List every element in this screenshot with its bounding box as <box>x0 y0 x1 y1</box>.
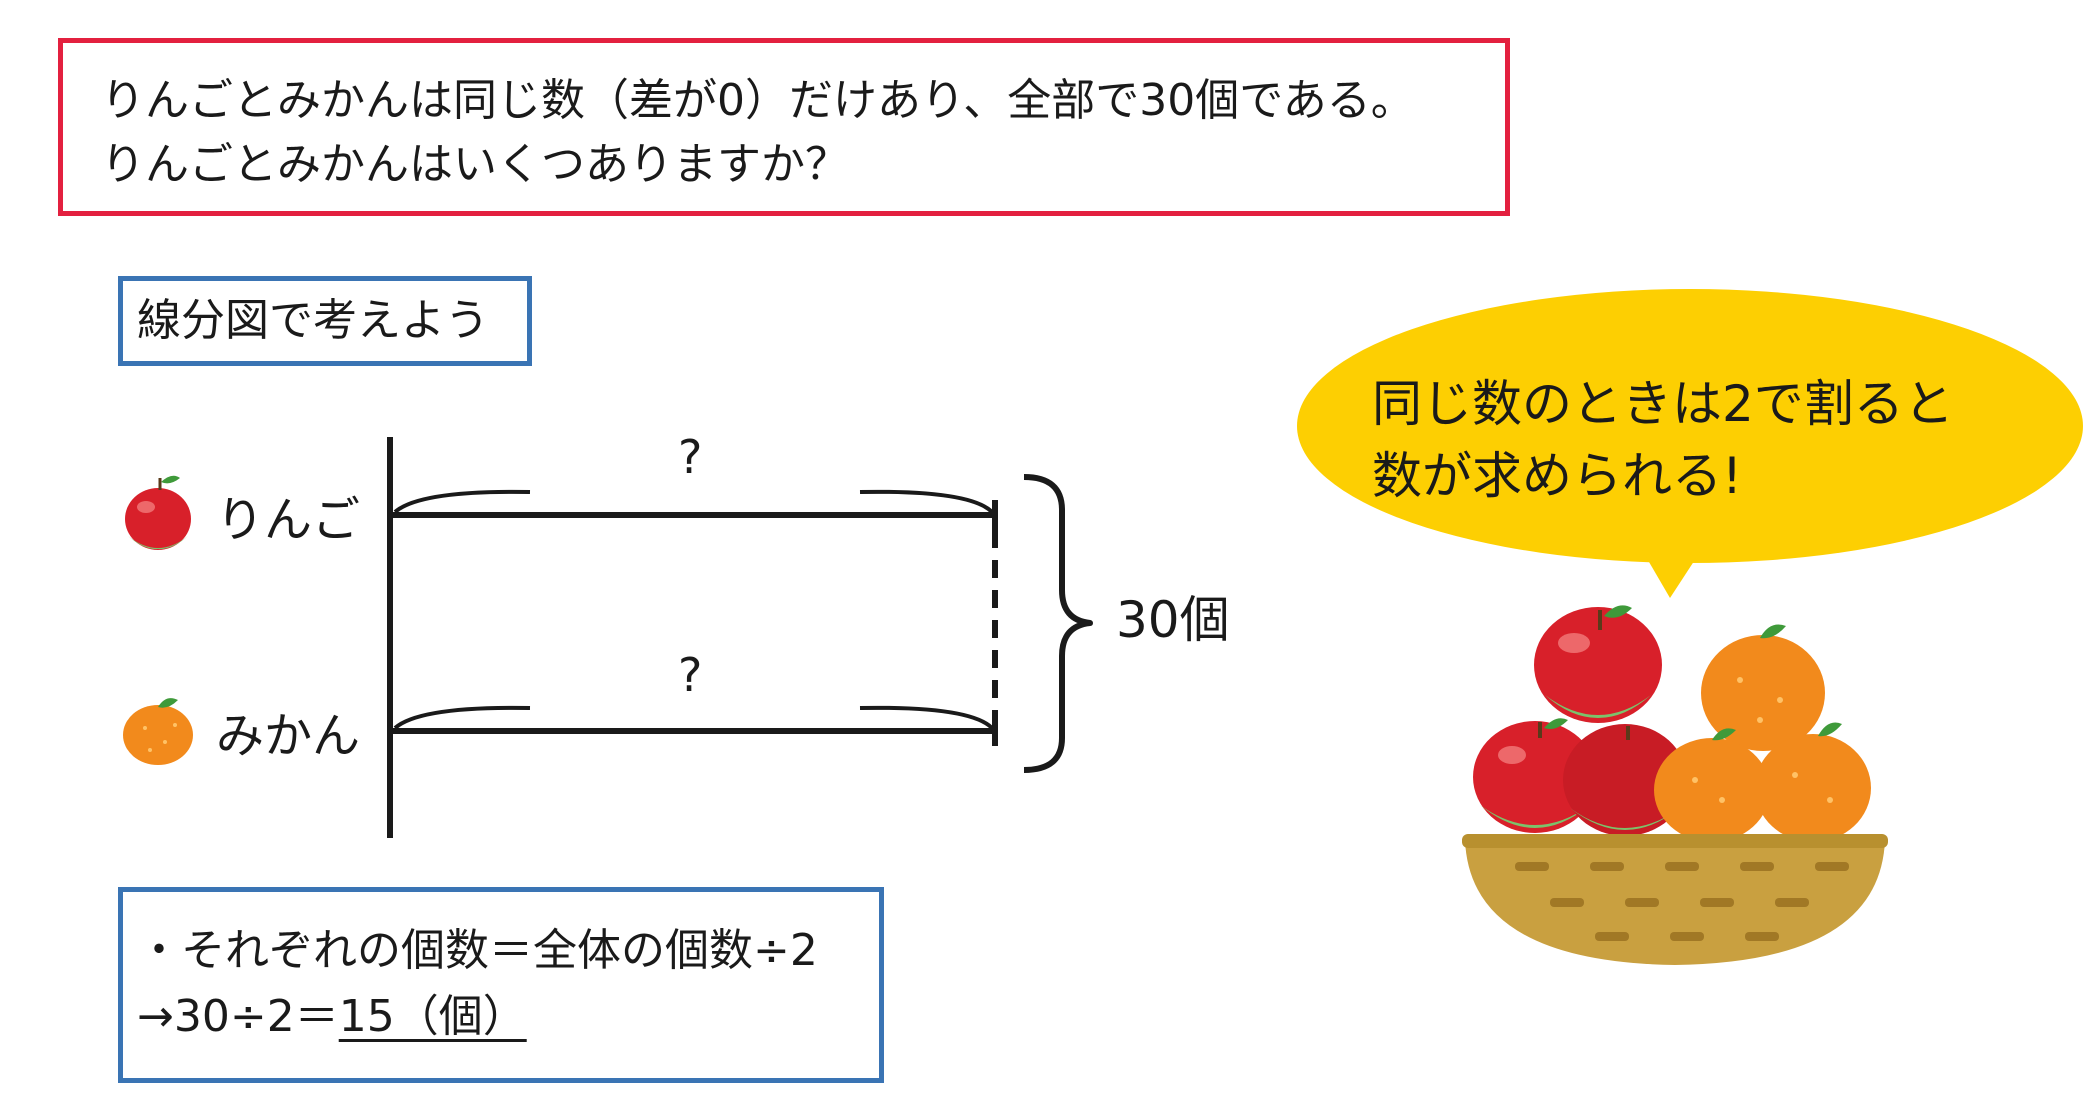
problem-line-1: りんごとみかんは同じ数（差が0）だけあり、全部で30個である。 <box>101 75 1415 126</box>
basket-apple-left <box>1473 718 1597 833</box>
apple-icon <box>125 475 191 550</box>
speech-bubble-line-2: 数が求められる! <box>1372 447 1743 505</box>
basket-orange-right <box>1755 722 1871 842</box>
basket-apple-top <box>1534 605 1662 723</box>
mandarin-orange-icon <box>123 698 193 765</box>
diagram-heading: 線分図で考えよう <box>118 276 532 366</box>
formula-box: ・それぞれの個数＝全体の個数÷2 →30÷2＝15（個） <box>118 887 884 1083</box>
basket-orange-left <box>1654 728 1770 842</box>
basket-apple-middle <box>1563 724 1687 836</box>
total-label: 30個 <box>1116 591 1230 649</box>
basket-orange-top <box>1701 624 1825 751</box>
apple-brace-left <box>393 489 531 514</box>
speech-bubble-line-1: 同じ数のときは2で割ると <box>1372 375 1954 433</box>
speech-bubble <box>1297 289 2083 598</box>
problem-line-2: りんごとみかんはいくつありますか？ <box>101 139 849 190</box>
formula-answer: 15（個） <box>338 991 527 1042</box>
basket <box>1462 834 1888 965</box>
formula-line-2: →30÷2＝15（個） <box>137 984 879 1050</box>
problem-box: りんごとみかんは同じ数（差が0）だけあり、全部で30個である。 りんごとみかんは… <box>58 38 1510 216</box>
orange-brace-left <box>393 705 531 730</box>
orange-row-label: みかん <box>216 708 361 764</box>
orange-brace-right <box>859 705 994 730</box>
apple-brace-right <box>859 489 994 514</box>
speech-bubble-text: 同じ数のときは2で割ると 数が求められる! <box>1372 368 2012 512</box>
formula-line-1: ・それぞれの個数＝全体の個数÷2 <box>137 925 818 976</box>
formula-line-2-prefix: →30÷2＝ <box>137 991 339 1042</box>
apple-row-label: りんご <box>216 492 361 548</box>
orange-question-mark: ? <box>678 648 703 702</box>
fruit-basket-illustration <box>1462 605 1888 965</box>
apple-question-mark: ? <box>678 430 703 484</box>
total-curly-brace <box>1023 474 1093 773</box>
